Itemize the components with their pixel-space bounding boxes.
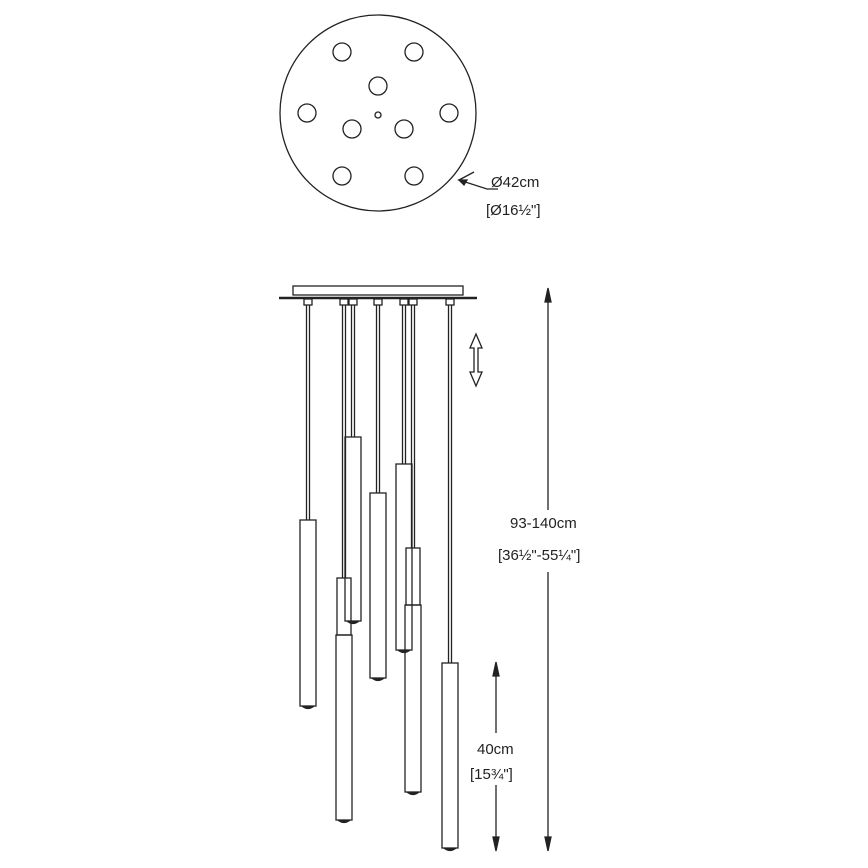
pendant-length-imperial-label: [15¾"]: [470, 766, 513, 783]
pendant-tube: [335, 634, 353, 821]
cord-connector: [303, 298, 313, 306]
cord-connector: [348, 298, 358, 306]
pendant-lens: [337, 819, 351, 824]
adjustable-height-arrow-icon: [469, 332, 483, 388]
cord-connector: [445, 298, 455, 306]
pendant-lens: [443, 847, 457, 852]
pendant-tube: [404, 604, 422, 793]
pendant-cords: [303, 298, 455, 663]
diameter-leader: [457, 171, 498, 190]
height-imperial-label: [36½"-55¼"]: [498, 547, 581, 564]
canopy-side-view: [279, 285, 477, 300]
pendant-sleeve: [405, 547, 421, 606]
pendant-sleeve: [336, 577, 352, 636]
pendant-length-dimension-line: [492, 661, 500, 852]
canopy-top-view: [279, 14, 477, 212]
pendant-tubes: [299, 436, 459, 852]
pendant-length-metric-label: 40cm: [477, 741, 514, 758]
height-metric-label: 93-140cm: [510, 515, 577, 532]
pendant-tube: [344, 436, 362, 622]
diameter-imperial-label: [Ø16½"]: [486, 202, 541, 219]
pendant-lens: [397, 649, 411, 654]
cord-connector: [399, 298, 409, 306]
pendant-tube: [441, 662, 459, 849]
pendant-lens: [371, 677, 385, 682]
pendant-tube: [395, 463, 413, 651]
pendant-lens: [346, 620, 360, 625]
pendant-tube: [299, 519, 317, 707]
overall-height-dimension-line: [544, 287, 552, 852]
pendant-lens: [406, 791, 420, 796]
cord-connector: [373, 298, 383, 306]
cord-connector: [339, 298, 349, 306]
pendant-lens: [301, 705, 315, 710]
pendant-tube: [369, 492, 387, 679]
cord-connector: [408, 298, 418, 306]
diameter-metric-label: Ø42cm: [491, 174, 540, 191]
